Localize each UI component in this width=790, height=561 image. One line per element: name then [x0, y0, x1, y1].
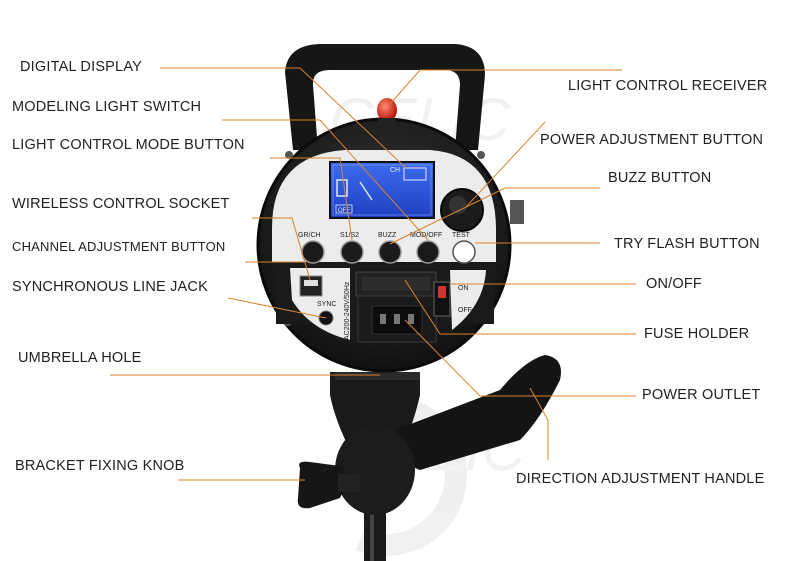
label-try-flash-button: TRY FLASH BUTTON: [614, 236, 760, 252]
bracket-knob[interactable]: [297, 461, 346, 509]
carry-handle[interactable]: [285, 44, 485, 150]
label-digital-display: DIGITAL DISPLAY: [20, 59, 142, 75]
label-fuse-holder: FUSE HOLDER: [644, 326, 750, 342]
leader-light-control-mode: [270, 157, 353, 241]
label-synchronous-line-jack: SYNCHRONOUS LINE JACK: [12, 279, 208, 295]
leader-power-outlet: [404, 319, 636, 397]
label-light-control-receiver: LIGHT CONTROL RECEIVER: [568, 78, 768, 94]
light-control-mode-button[interactable]: [340, 240, 364, 264]
leader-buzz-button: [389, 187, 600, 245]
leader-direction-handle: [529, 387, 549, 460]
label-bracket-fixing-knob: BRACKET FIXING KNOB: [15, 458, 185, 474]
channel-adjustment-button[interactable]: [301, 240, 325, 264]
label-modeling-light-switch: MODELING LIGHT SWITCH: [12, 99, 202, 115]
leader-modeling-light-switch: [222, 119, 429, 241]
switch-on-text: ON: [458, 285, 469, 292]
panel-label-mod-off: MOD/OFF: [410, 232, 442, 239]
leader-lines: [110, 67, 636, 481]
label-light-control-mode-button: LIGHT CONTROL MODE BUTTON: [12, 137, 245, 153]
label-umbrella-hole: UMBRELLA HOLE: [18, 350, 142, 366]
modeling-light-switch[interactable]: [416, 240, 440, 264]
panel-label-s1-s2: S1/S2: [340, 232, 359, 239]
panel-label-buzz: BUZZ: [378, 232, 397, 239]
leader-digital-display: [160, 67, 407, 169]
panel-label-test: TEST: [452, 232, 471, 239]
panel-label-gr-ch: GR/CH: [298, 232, 321, 239]
lcd-off-text: OFF: [338, 208, 350, 214]
label-power-outlet: POWER OUTLET: [642, 387, 761, 403]
label-channel-adjustment-button: CHANNEL ADJUSTMENT BUTTON: [12, 239, 226, 254]
light-control-receiver: [377, 98, 397, 122]
label-buzz-button: BUZZ BUTTON: [608, 170, 712, 186]
leader-power-adjustment: [464, 121, 546, 209]
direction-handle[interactable]: [395, 355, 561, 470]
leader-wireless-socket: [252, 217, 311, 281]
label-power-adjustment-button: POWER ADJUSTMENT BUTTON: [540, 132, 764, 148]
panel-voltage: AC200-240V/50Hz: [344, 281, 351, 340]
try-flash-button[interactable]: [452, 240, 476, 264]
switch-off-text: OFF: [458, 307, 472, 314]
leader-light-control-receiver: [389, 69, 622, 105]
buzz-button[interactable]: [378, 240, 402, 264]
leader-fuse-holder: [404, 279, 636, 335]
label-direction-adjustment-handle: DIRECTION ADJUSTMENT HANDLE: [516, 471, 765, 487]
label-wireless-control-socket: WIRELESS CONTROL SOCKET: [12, 196, 230, 212]
lcd-ch-text: CH: [390, 167, 400, 174]
label-on-off: ON/OFF: [646, 276, 702, 292]
panel-label-sync: SYNC: [317, 301, 336, 308]
leader-sync-jack: [227, 297, 327, 319]
